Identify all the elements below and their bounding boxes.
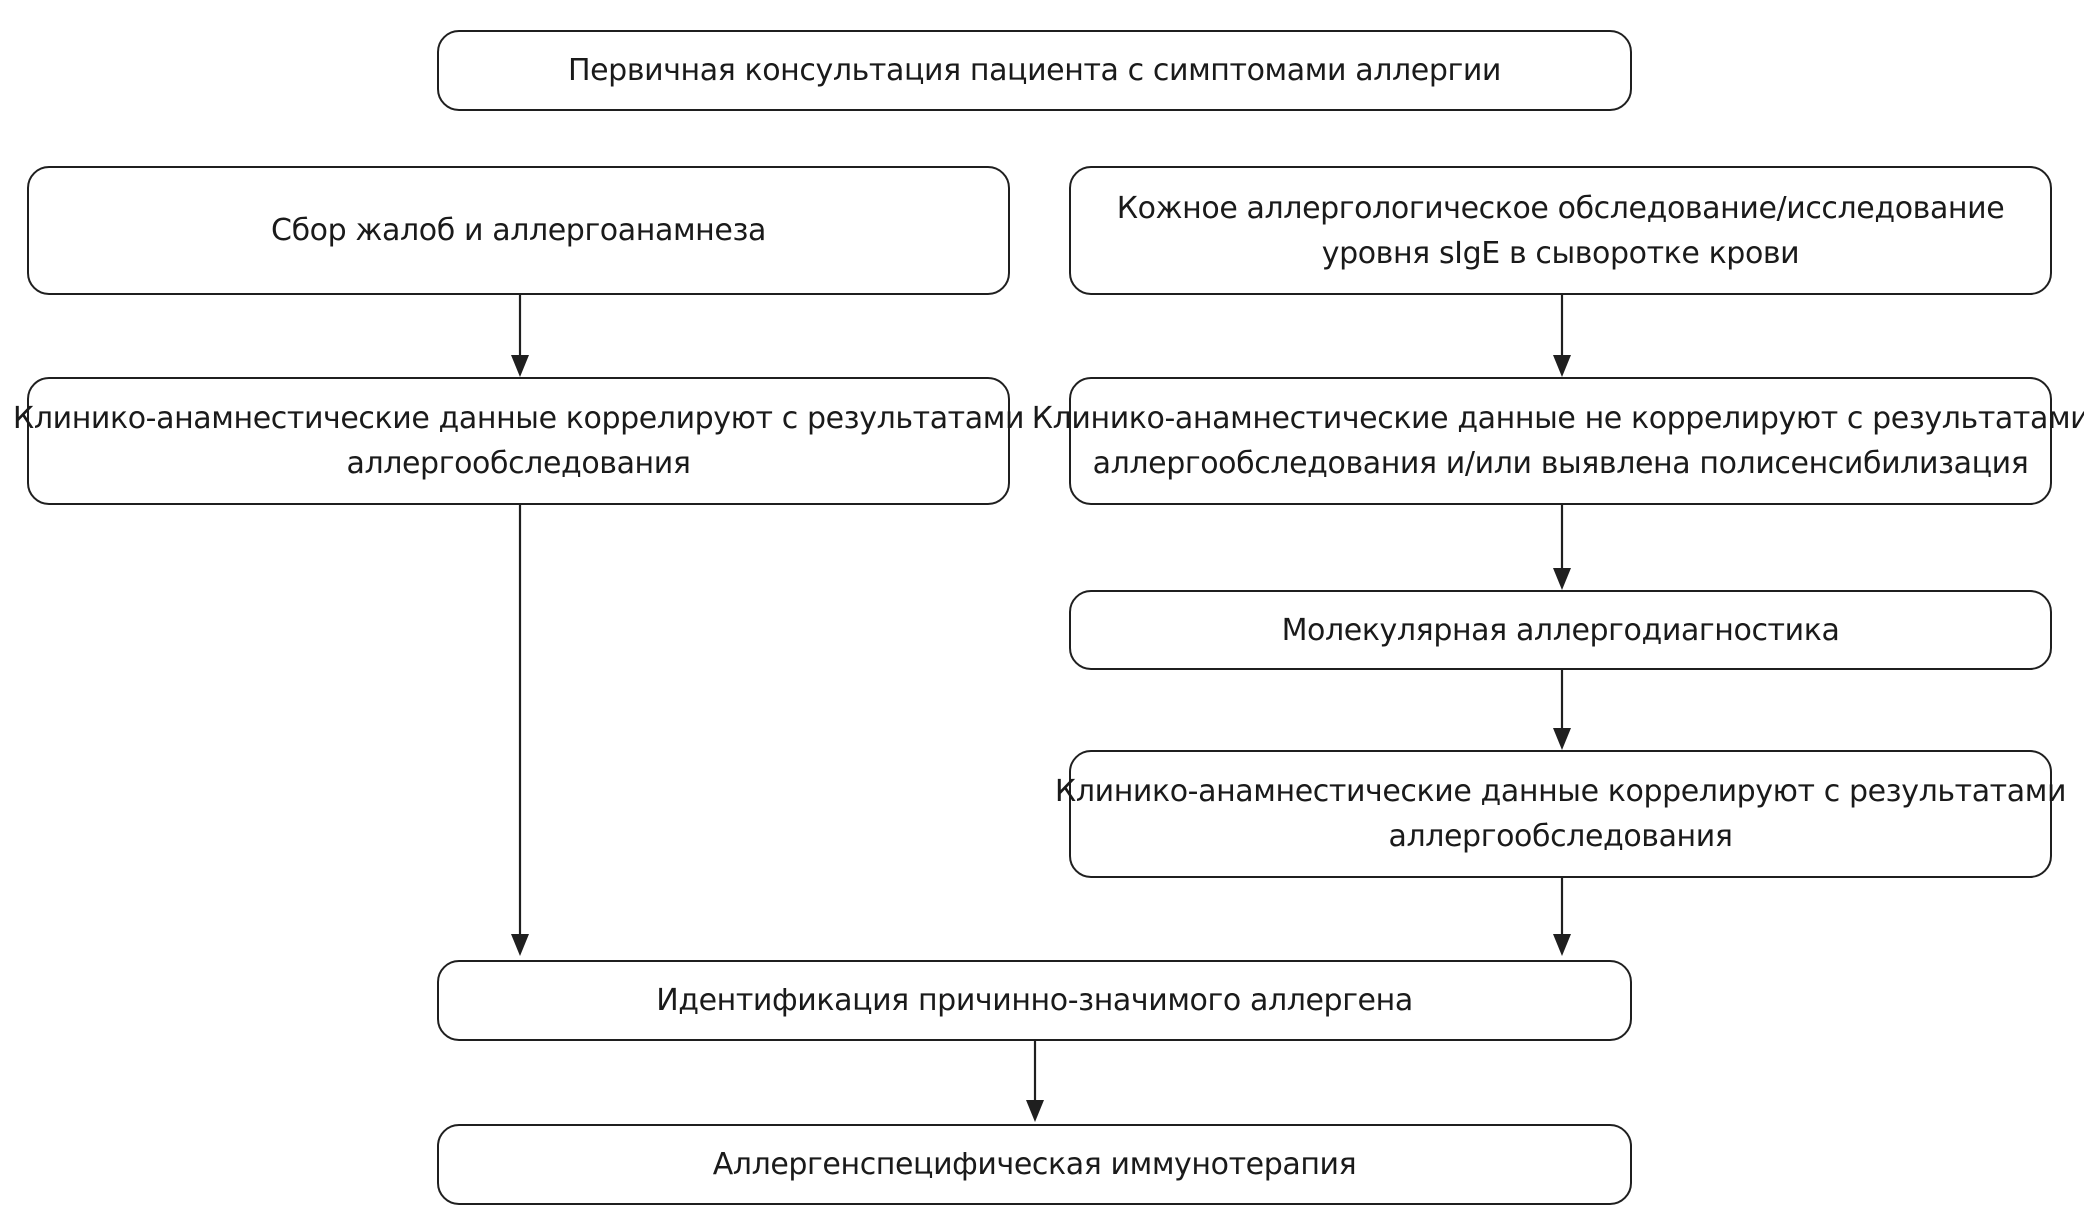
node-text-line: Клинико-анамнестические данные не коррел… — [1031, 401, 2084, 436]
node-text-line: Сбор жалоб и аллергоанамнеза — [271, 213, 766, 248]
node-text-line: аллергообследования и/или выявлена полис… — [1092, 446, 2029, 481]
molecular-diagnostics-box: Молекулярная аллергодиагностика — [1069, 590, 2052, 670]
node-text-line: Молекулярная аллергодиагностика — [1281, 612, 1840, 648]
node-text-line: Идентификация причинно-значимого аллерге… — [656, 983, 1413, 1018]
node-text-line: уровня sIgE в сыворотке крови — [1321, 235, 1800, 271]
allergen-identification-box: Идентификация причинно-значимого аллерге… — [437, 960, 1632, 1041]
node-text-line: аллергообследования — [1388, 819, 1733, 854]
node-text-line: Аллергенспецифическая иммунотерапия — [712, 1147, 1357, 1182]
skin-sige-testing-box: Кожное аллергологическое обследование/ис… — [1069, 166, 2052, 295]
arrow-skin-testing-to-not-correlate — [1553, 295, 1571, 377]
arrow-identification-to-asit — [1026, 1041, 1044, 1122]
node-text-line: Кожное аллергологическое обследование/ис… — [1116, 190, 2005, 226]
arrow-molecular-to-correlate-right — [1553, 670, 1571, 750]
arrow-correlate-right-to-identification — [1553, 878, 1571, 956]
arrow-not-correlate-to-molecular — [1553, 505, 1571, 590]
node-text-line: аллергообследования — [346, 446, 691, 481]
node-text-line: Клинико-анамнестические данные коррелиру… — [12, 401, 1025, 436]
node-text-line: Клинико-анамнестические данные коррелиру… — [1054, 774, 2067, 809]
asit-box: Аллергенспецифическая иммунотерапия — [437, 1124, 1632, 1205]
data-correlate-left-box: Клинико-анамнестические данные коррелиру… — [13, 377, 1024, 505]
node-text-line: Первичная консультация пациента с симпто… — [567, 53, 1502, 88]
data-correlate-right-box: Клинико-анамнестические данные коррелиру… — [1055, 750, 2066, 878]
initial-consultation-box: Первичная консультация пациента с симпто… — [437, 30, 1632, 111]
complaints-history-box: Сбор жалоб и аллергоанамнеза — [27, 166, 1010, 295]
data-not-correlate-box: Клинико-анамнестические данные не коррел… — [1032, 377, 2084, 505]
arrow-correlate-left-to-identification — [511, 505, 529, 956]
arrow-complaints-to-correlate-left — [511, 295, 529, 377]
